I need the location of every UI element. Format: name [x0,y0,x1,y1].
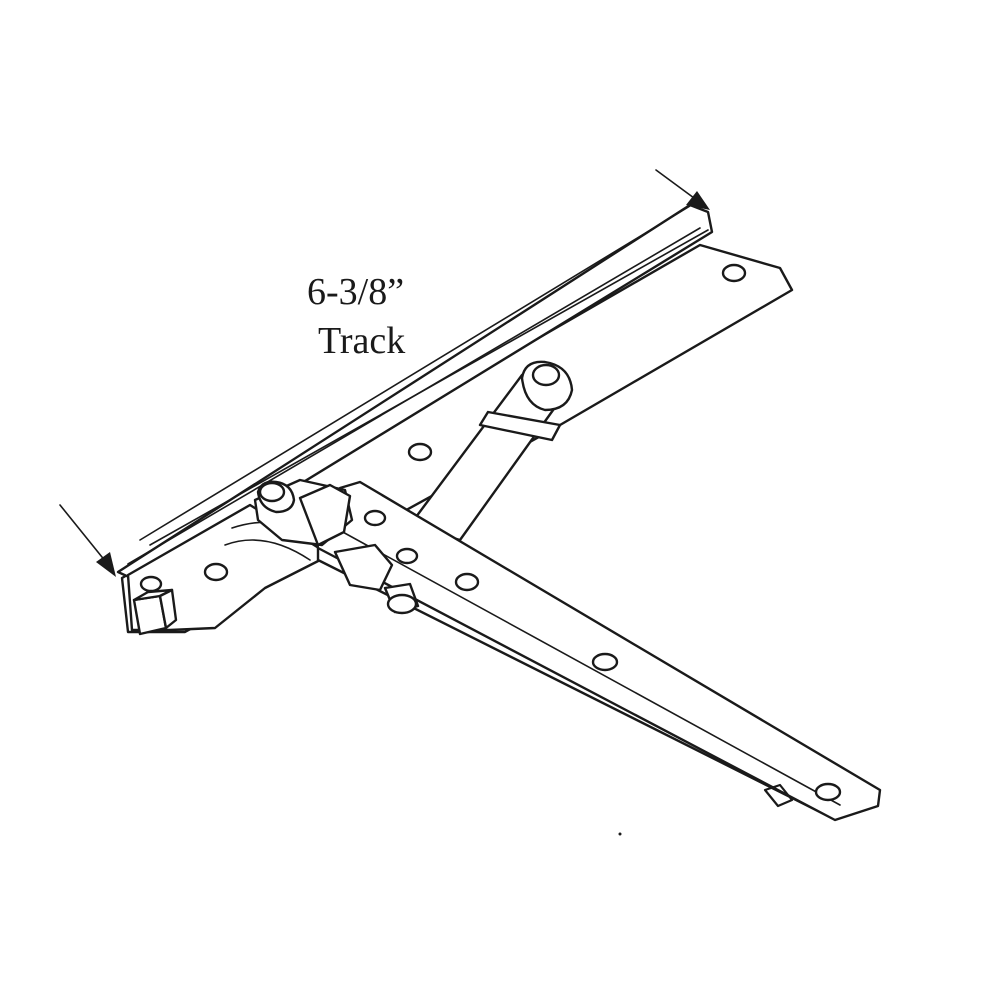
dimension-arrow-right [655,169,710,210]
arrow-right-shaft [655,169,695,199]
track-top-edge [139,205,691,541]
pivot-assembly [253,478,420,615]
support-arm-rivet-head [531,363,561,387]
arm-screw-hole-1 [363,509,387,527]
track-dimension-sublabel: Track [318,320,406,362]
track-screw-hole-1 [139,575,163,593]
dimension-arrow-left [59,504,116,577]
stray-dot [618,832,622,836]
arm-screw-hole-2 [395,547,419,565]
arrow-left-shaft [59,504,107,563]
support-arm [408,360,574,542]
sash-arm [313,480,882,822]
arrow-right-head [686,191,710,210]
bottom-rivet-head [386,593,418,615]
track-screw-hole-4 [721,263,747,283]
arrow-left-head [96,552,116,577]
arm-screw-hole-5 [814,782,842,802]
track-groove-line [149,229,709,546]
track-screw-hole-2 [203,562,229,582]
track-dimension-label: 6-3/8” [307,271,405,313]
track-screw-hole-3 [407,442,433,462]
sash-arm-end-notch [763,783,794,808]
arm-screw-hole-4 [591,652,619,672]
track-stop-block [132,588,178,636]
support-arm-strap [478,410,562,442]
pivot-rivet-head [258,481,286,503]
stop-block-side [158,588,178,630]
slider-shoe [333,543,394,592]
arm-screw-hole-3 [454,572,480,592]
sash-arm-inner-line [329,524,841,806]
end-plate-curve [224,539,311,561]
pivot-bracket [298,483,352,547]
sash-arm-top [313,480,882,822]
